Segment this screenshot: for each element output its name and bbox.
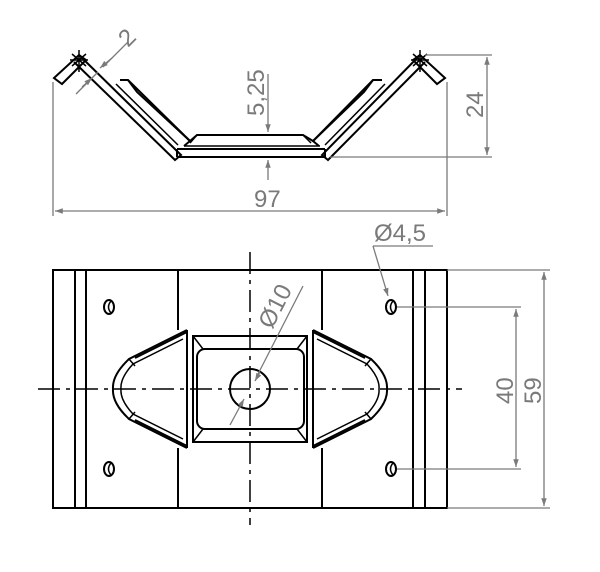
center-base [176, 134, 326, 158]
dim-label-thickness: 2 [113, 24, 142, 53]
dim-label-center-hole: Ø10 [253, 280, 298, 333]
dim-label-overall-height: 59 [520, 377, 547, 404]
dim-overall-height: 59 [447, 269, 550, 509]
hole-bottom-right [385, 461, 397, 477]
top-view: Ø10 Ø4,5 40 59 [38, 220, 550, 525]
dim-center-depth: 5,25 [243, 69, 271, 180]
dim-label-center-depth: 5,25 [243, 69, 270, 116]
hole-bottom-left [103, 461, 115, 477]
right-flange [311, 50, 447, 162]
hole-top-right [385, 299, 397, 315]
dim-height: 24 [330, 54, 492, 158]
dim-label-hole-spacing: 40 [492, 377, 519, 404]
dim-label-overall-width: 97 [254, 186, 281, 213]
dim-label-height: 24 [462, 91, 489, 118]
mounting-holes [103, 299, 397, 477]
dim-label-small-hole: Ø4,5 [374, 220, 426, 247]
hole-top-left [103, 299, 115, 315]
dim-overall-width: 97 [52, 82, 448, 216]
dim-center-hole: Ø10 [229, 280, 304, 426]
left-flange [52, 50, 192, 162]
dim-hole-spacing: 40 [397, 306, 521, 470]
dim-small-hole: Ø4,5 [372, 220, 433, 297]
side-view: 2 5,25 24 97 [52, 24, 492, 216]
